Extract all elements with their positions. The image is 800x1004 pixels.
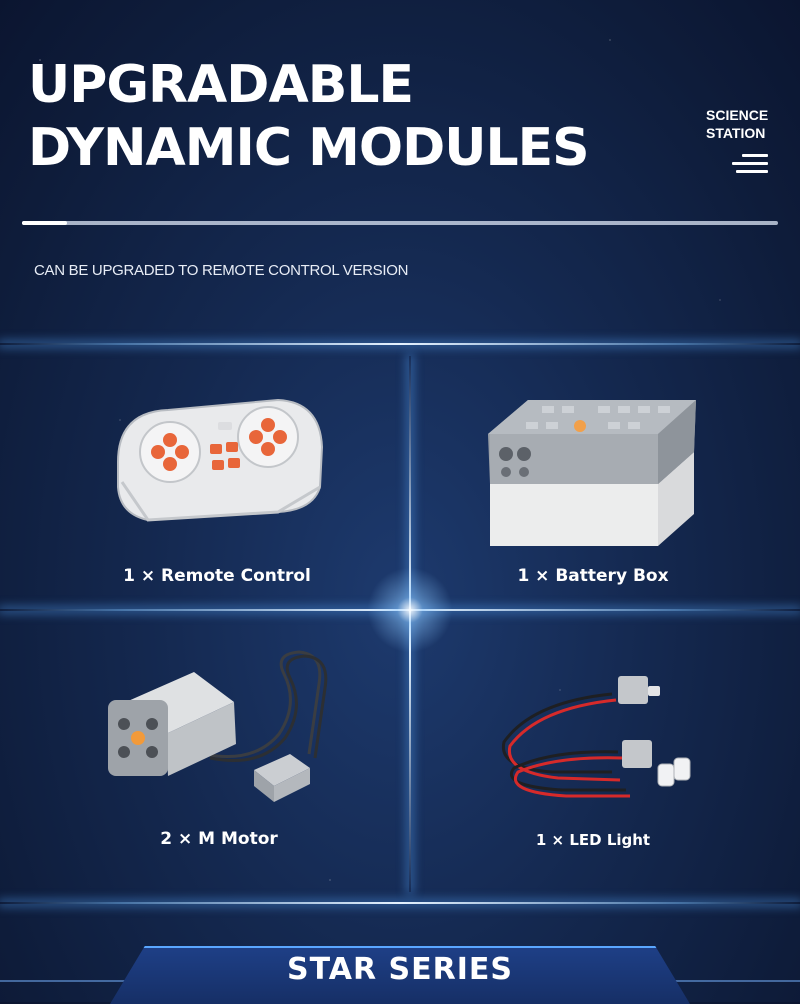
module-label-battery-box: 1 × Battery Box xyxy=(517,566,669,586)
title-line-2: DYNAMIC MODULES xyxy=(28,118,590,178)
light-flare xyxy=(360,560,460,660)
footer-title: STAR SERIES xyxy=(287,952,513,987)
hamburger-menu-icon[interactable] xyxy=(732,152,768,176)
subtitle: CAN BE UPGRADED TO REMOTE CONTROL VERSIO… xyxy=(34,262,409,279)
brand-line-1: SCIENCE xyxy=(706,107,769,123)
brand-line-2: STATION xyxy=(706,125,766,141)
title-line-1: UPGRADABLE xyxy=(28,55,414,115)
page-title: UPGRADABLE DYNAMIC MODULES xyxy=(28,54,590,180)
module-label-m-motor: 2 × M Motor xyxy=(160,829,278,849)
m-motor-image xyxy=(108,650,328,802)
brand-logo[interactable]: SCIENCE STATION xyxy=(706,106,768,142)
led-light-image xyxy=(501,676,691,798)
module-label-remote-control: 1 × Remote Control xyxy=(123,566,311,586)
footer-banner: STAR SERIES xyxy=(0,936,800,1004)
progress-fill xyxy=(22,221,68,225)
footer-band xyxy=(110,946,690,1004)
battery-box-image xyxy=(488,400,696,546)
remote-control-image xyxy=(117,398,324,522)
divider-bottom xyxy=(0,902,800,904)
progress-bar xyxy=(22,221,778,225)
module-label-led-light: 1 × LED Light xyxy=(535,831,651,849)
divider-top xyxy=(0,343,800,345)
